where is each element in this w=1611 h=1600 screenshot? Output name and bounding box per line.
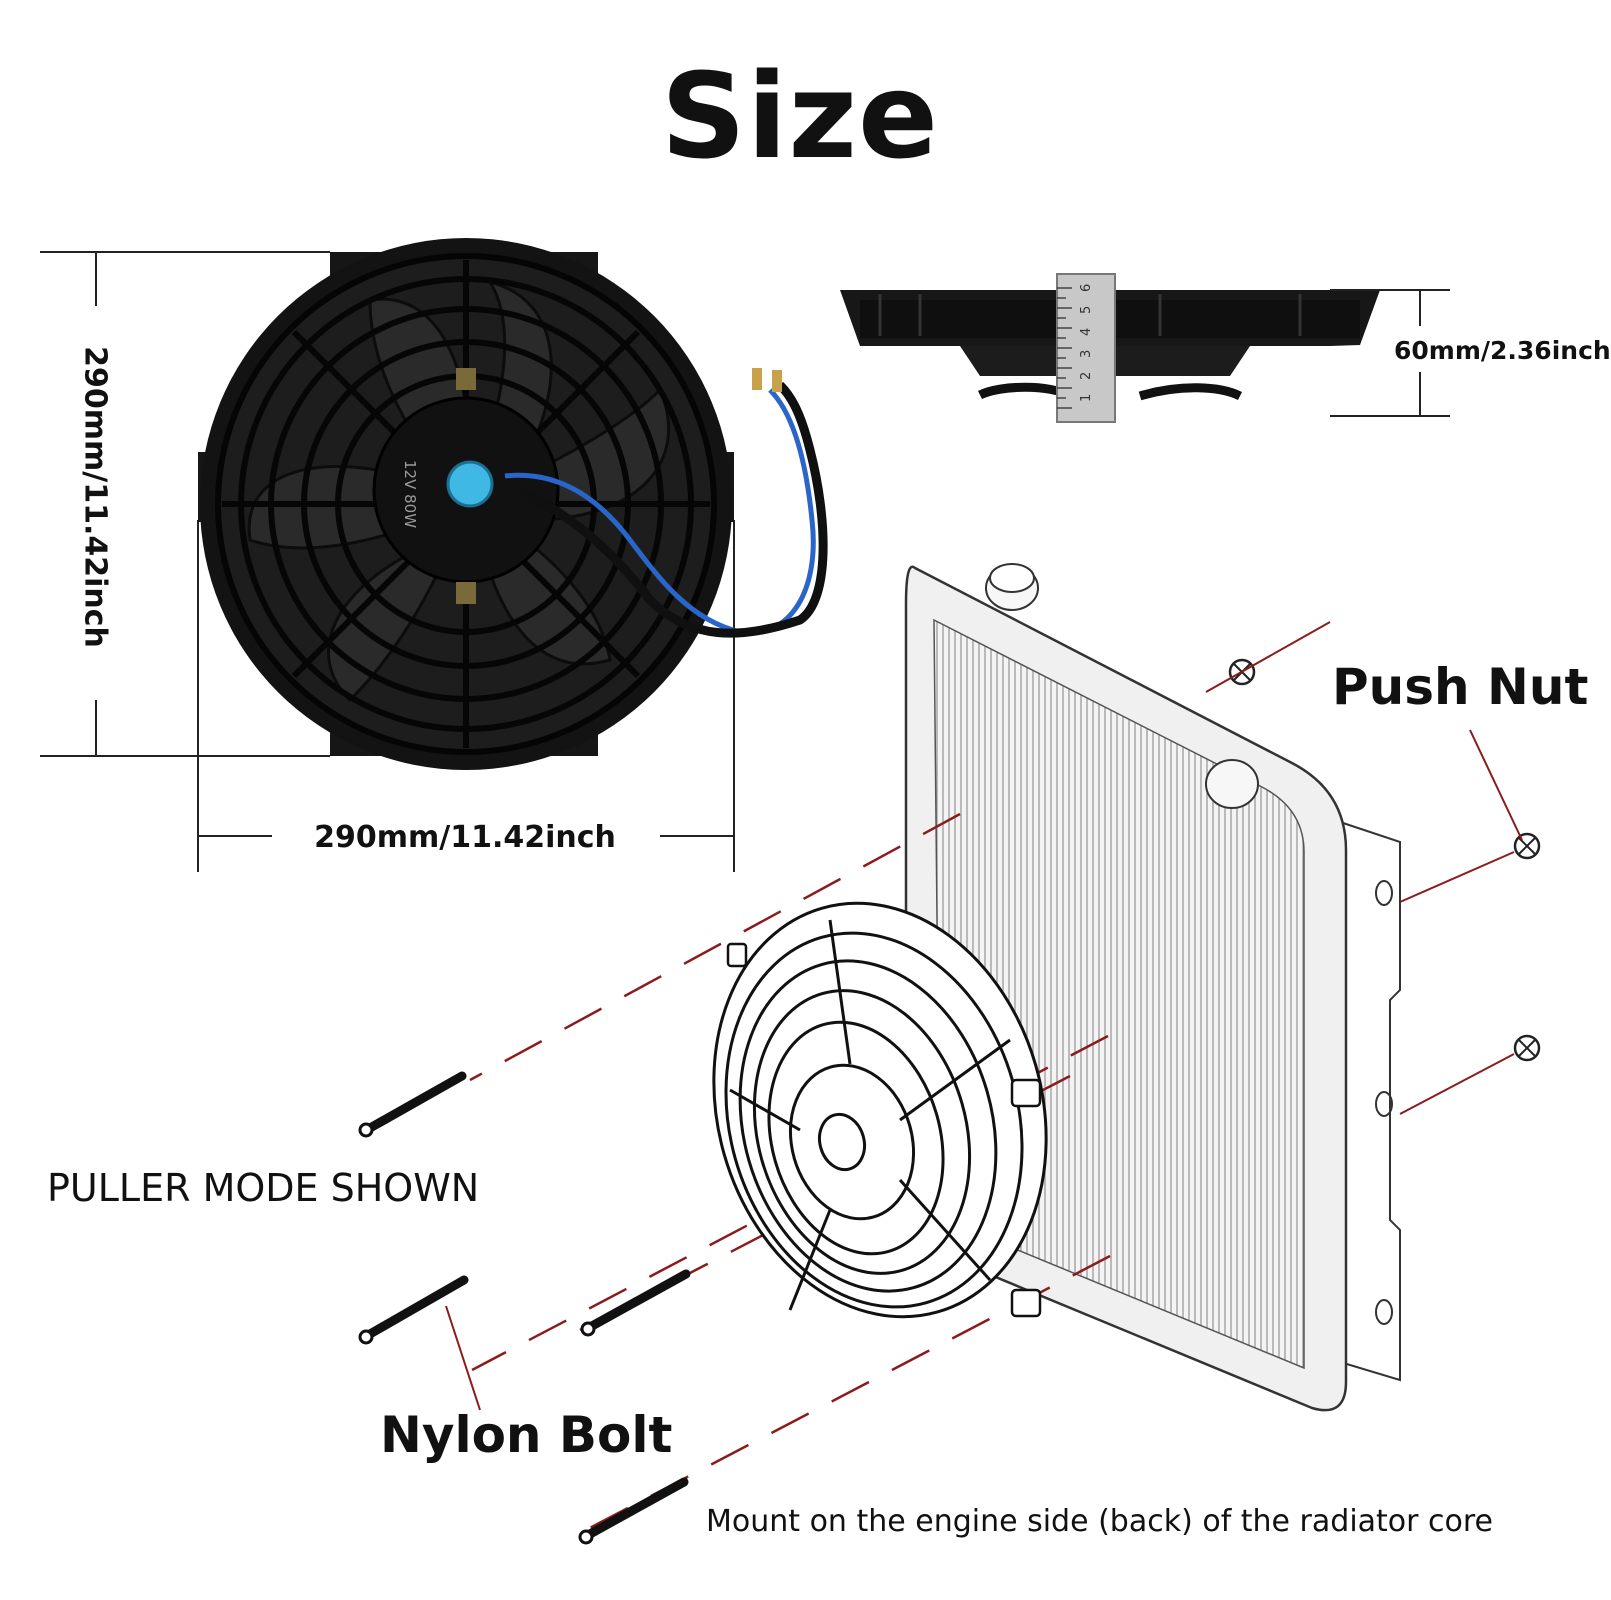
bracket-slot <box>1375 1091 1393 1117</box>
page-title: Size <box>660 47 940 185</box>
ruler-number: 6 <box>1079 284 1094 292</box>
height-dimension-lines <box>40 251 330 757</box>
ruler-number: 3 <box>1079 350 1094 358</box>
nylon-bolt-leader-line <box>445 1305 481 1411</box>
height-dimension-label: 290mm/11.42inch <box>77 346 113 648</box>
bracket-slot <box>1375 880 1393 906</box>
fan-side-view: 6 5 4 3 2 1 <box>840 273 1450 423</box>
nylon-bolt-callout: Nylon Bolt <box>380 1406 673 1464</box>
fan-exploded-view <box>712 901 1048 1319</box>
ruler-number: 4 <box>1079 328 1094 336</box>
fan-exploded-spokes <box>729 919 1011 1311</box>
push-nut-callout: Push Nut <box>1332 658 1589 716</box>
fan-mount-tab <box>726 942 1042 1318</box>
radiator-assembly <box>358 563 1541 1545</box>
depth-dimension-lines <box>1330 289 1450 417</box>
mount-note: Mount on the engine side (back) of the r… <box>706 1504 1494 1539</box>
push-nut-leader-lines <box>1205 621 1523 1115</box>
motor-cap <box>446 460 494 508</box>
black-wire <box>517 381 828 638</box>
wire-terminal-icon <box>752 368 762 390</box>
nylon-bolt-icon <box>365 1071 691 1539</box>
mode-callout: PULLER MODE SHOWN <box>47 1166 480 1210</box>
mount-screw-icon <box>456 368 476 390</box>
motor-rating-label: 12V 80W <box>401 460 419 528</box>
mount-screw-icon <box>456 582 476 604</box>
width-dimension-lines <box>197 520 735 872</box>
bracket-slot <box>1375 1299 1393 1325</box>
measuring-ruler: 6 5 4 3 2 1 <box>1056 273 1116 423</box>
ruler-number: 1 <box>1079 394 1094 402</box>
ruler-number: 5 <box>1079 306 1094 314</box>
width-dimension-label: 290mm/11.42inch <box>314 820 616 855</box>
ruler-number: 2 <box>1079 372 1094 380</box>
depth-dimension-label: 60mm/2.36inch <box>1394 336 1611 365</box>
fan-front-view: 12V 80W <box>198 238 828 770</box>
wire-terminal-icon <box>772 370 782 392</box>
